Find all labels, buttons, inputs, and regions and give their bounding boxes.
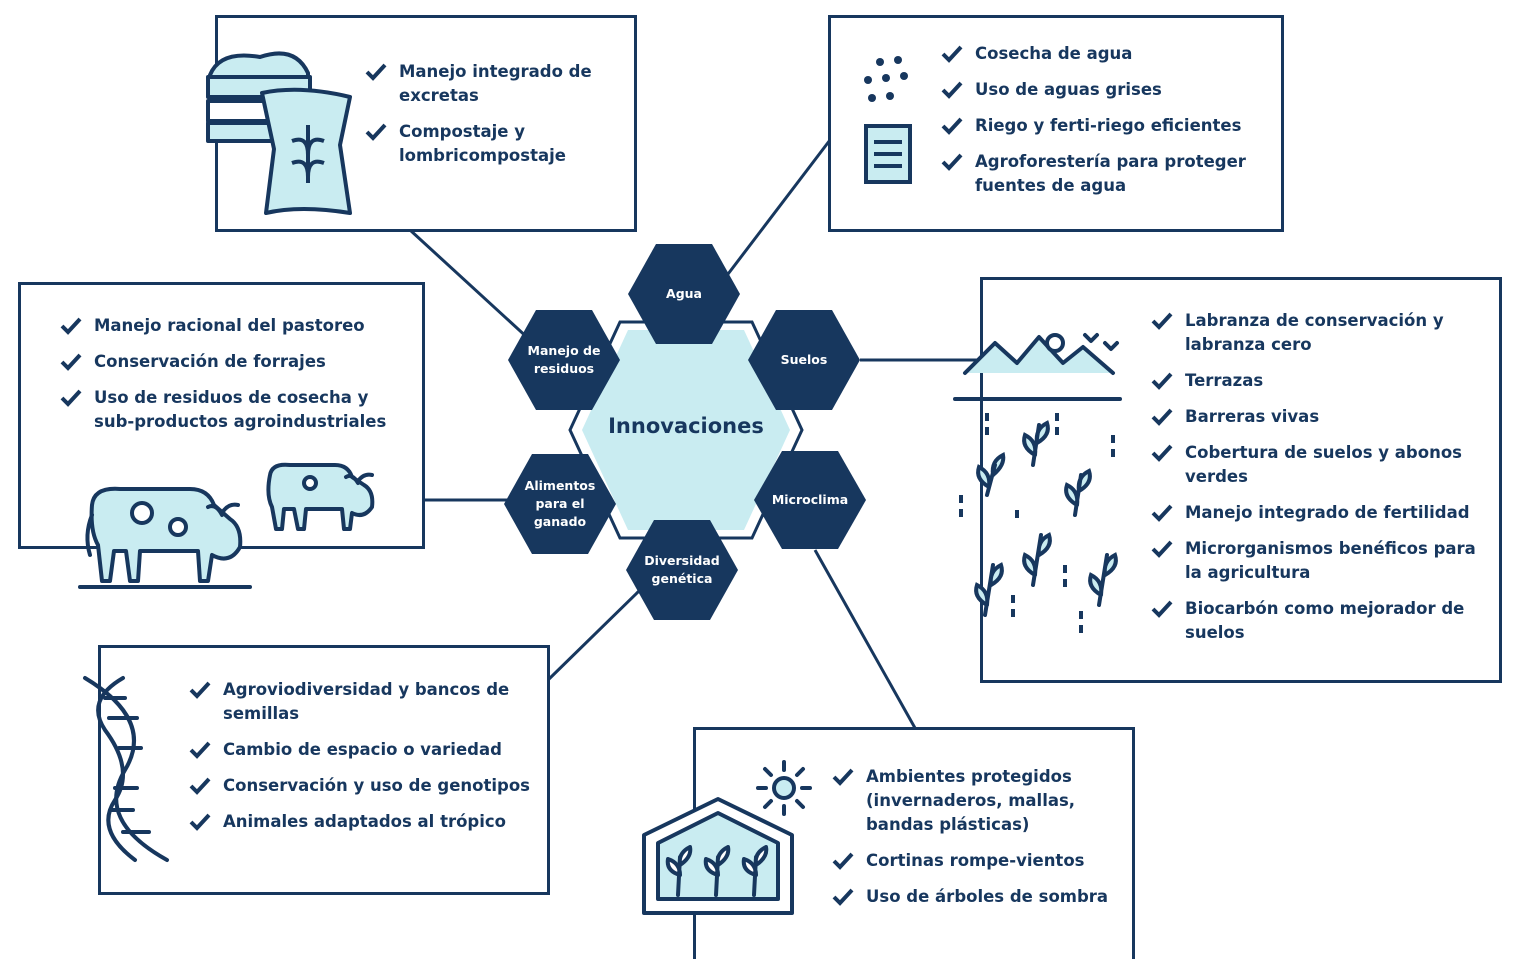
list-suelos: Labranza de conservación y labranza cero… bbox=[1151, 309, 1486, 645]
list-item: Conservación y uso de genotipos bbox=[189, 774, 534, 798]
hex-residuos bbox=[508, 310, 620, 410]
check-icon bbox=[1151, 372, 1173, 390]
hex-label-microclima: Microclima bbox=[771, 492, 849, 507]
hex-label-suelos: Suelos bbox=[780, 352, 828, 367]
check-icon bbox=[941, 45, 963, 63]
panel-diversidad bbox=[98, 645, 550, 895]
greenhouse-icon bbox=[642, 797, 794, 915]
list-item: Agroviodiversidad y bancos de semillas bbox=[189, 678, 534, 726]
hex-label-agua: Agua bbox=[666, 286, 702, 301]
check-icon bbox=[189, 777, 211, 795]
list-item: Manejo racional del pastoreo bbox=[60, 314, 410, 338]
check-icon bbox=[1151, 408, 1173, 426]
check-icon bbox=[1151, 444, 1173, 462]
list-item: Cambio de espacio o variedad bbox=[189, 738, 534, 762]
check-icon bbox=[189, 813, 211, 831]
hex-alimentos bbox=[504, 454, 616, 554]
panel-suelos bbox=[980, 277, 1502, 683]
connector-residuos bbox=[408, 228, 532, 342]
list-item: Uso de árboles de sombra bbox=[832, 885, 1112, 909]
check-icon bbox=[832, 768, 854, 786]
hex-agua bbox=[628, 244, 740, 344]
connector-diversidad bbox=[546, 588, 642, 682]
check-icon bbox=[941, 153, 963, 171]
list-item: Conservación de forrajes bbox=[60, 350, 410, 374]
list-item: Labranza de conservación y labranza cero bbox=[1151, 309, 1486, 357]
list-residuos: Manejo integrado de excretas Compostaje … bbox=[365, 60, 620, 168]
list-item: Cosecha de agua bbox=[941, 42, 1261, 66]
sun-icon bbox=[756, 760, 812, 816]
connector-agua bbox=[723, 139, 832, 279]
hex-diversidad bbox=[626, 520, 738, 620]
list-item: Riego y ferti-riego eficientes bbox=[941, 114, 1261, 138]
hex-label-alimentos: Alimentos para el ganado bbox=[524, 478, 596, 529]
check-icon bbox=[1151, 504, 1173, 522]
check-icon bbox=[189, 741, 211, 759]
list-item: Uso de aguas grises bbox=[941, 78, 1261, 102]
check-icon bbox=[832, 888, 854, 906]
list-item: Microrganismos benéficos para la agricul… bbox=[1151, 537, 1486, 585]
check-icon bbox=[1151, 600, 1173, 618]
dna-icon bbox=[83, 676, 169, 862]
list-item: Compostaje y lombricompostaje bbox=[365, 120, 620, 168]
hex-suelos bbox=[748, 310, 860, 410]
list-item: Terrazas bbox=[1151, 369, 1486, 393]
list-item: Animales adaptados al trópico bbox=[189, 810, 534, 834]
list-item: Cortinas rompe-vientos bbox=[832, 849, 1112, 873]
list-item: Uso de residuos de cosecha y sub-product… bbox=[60, 386, 410, 434]
check-icon bbox=[832, 852, 854, 870]
check-icon bbox=[189, 681, 211, 699]
cattle-icon bbox=[78, 462, 375, 589]
check-icon bbox=[941, 117, 963, 135]
hex-microclima bbox=[754, 451, 866, 549]
check-icon bbox=[365, 63, 387, 81]
check-icon bbox=[60, 353, 82, 371]
check-icon bbox=[60, 317, 82, 335]
list-agua: Cosecha de agua Uso de aguas grises Rieg… bbox=[941, 42, 1261, 198]
rain-water-icon bbox=[864, 56, 912, 184]
panel-agua bbox=[828, 15, 1284, 232]
list-item: Agroforestería para proteger fuentes de … bbox=[941, 150, 1261, 198]
center-hexagon bbox=[582, 330, 790, 530]
center-title: Innovaciones bbox=[608, 414, 764, 438]
compost-sack-icon bbox=[206, 51, 352, 215]
check-icon bbox=[1151, 540, 1173, 558]
center-hexagon-outline bbox=[568, 320, 804, 540]
list-item: Manejo integrado de excretas bbox=[365, 60, 620, 108]
list-diversidad: Agroviodiversidad y bancos de semillas C… bbox=[189, 678, 534, 834]
hex-label-diversidad: Diversidad genética bbox=[644, 553, 720, 586]
check-icon bbox=[365, 123, 387, 141]
hex-label-residuos: Manejo de residuos bbox=[527, 343, 601, 376]
check-icon bbox=[1151, 312, 1173, 330]
list-item: Cobertura de suelos y abonos verdes bbox=[1151, 441, 1486, 489]
soil-plants-icon bbox=[953, 333, 1122, 633]
check-icon bbox=[60, 389, 82, 407]
list-item: Ambientes protegidos (invernaderos, mall… bbox=[832, 765, 1112, 837]
connector-microclima bbox=[813, 549, 917, 729]
check-icon bbox=[941, 81, 963, 99]
list-item: Biocarbón como mejorador de suelos bbox=[1151, 597, 1486, 645]
list-microclima: Ambientes protegidos (invernaderos, mall… bbox=[832, 765, 1112, 909]
list-item: Manejo integrado de fertilidad bbox=[1151, 501, 1486, 525]
list-item: Barreras vivas bbox=[1151, 405, 1486, 429]
list-alimentos: Manejo racional del pastoreo Conservació… bbox=[60, 314, 410, 434]
